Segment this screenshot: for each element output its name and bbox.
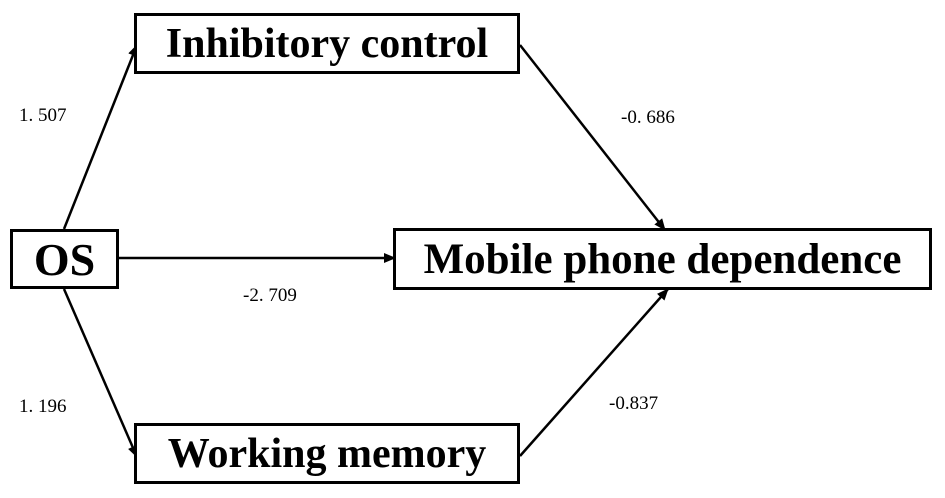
node-working-memory-label: Working memory <box>167 430 487 477</box>
coef-inhibitory-control-to-mpd: -0. 686 <box>621 107 675 128</box>
arrow-working-memory-to-mobile-phone-dependence <box>519 288 669 457</box>
node-os-label: OS <box>33 233 96 285</box>
coef-os-to-inhibitory-control: 1. 507 <box>19 105 67 126</box>
coef-working-memory-to-mpd: -0.837 <box>609 393 659 414</box>
node-mobile-phone-dependence-label: Mobile phone dependence <box>423 235 902 283</box>
arrow-inhibitory-control-to-mobile-phone-dependence <box>519 44 666 231</box>
node-os: OS <box>10 229 119 289</box>
node-inhibitory-control: Inhibitory control <box>134 13 520 74</box>
arrow-os-to-inhibitory-control <box>62 44 139 230</box>
coef-os-to-mpd: -2. 709 <box>243 285 297 306</box>
arrow-os-to-working-memory <box>62 288 139 458</box>
node-working-memory: Working memory <box>134 423 520 484</box>
node-mobile-phone-dependence: Mobile phone dependence <box>393 228 932 290</box>
node-inhibitory-control-label: Inhibitory control <box>165 20 489 67</box>
coef-os-to-working-memory: 1. 196 <box>19 396 67 417</box>
